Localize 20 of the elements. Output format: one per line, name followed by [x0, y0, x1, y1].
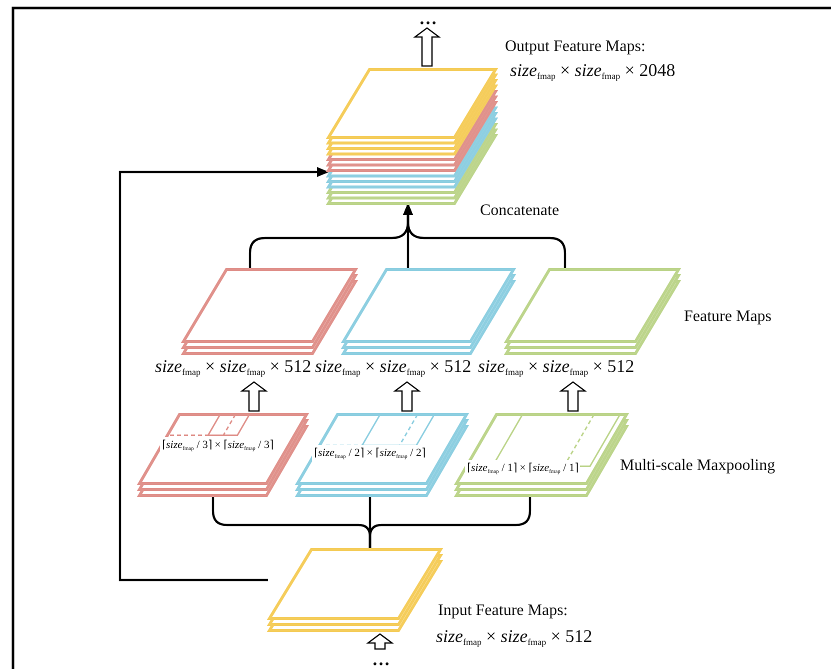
arrow: [403, 203, 566, 268]
bracket-connector: [368, 497, 532, 548]
stage-label: Feature Maps: [684, 308, 772, 326]
hollow-arrow: [413, 27, 441, 67]
stage-label: Multi-scale Maxpooling: [620, 457, 776, 475]
ellipsis: …: [418, 10, 438, 26]
dimension-formula: size$_{fmap}$ × size$_{fmap}$ × 2048: [510, 60, 676, 82]
stage-label: Concatenate: [480, 202, 560, 220]
dimension-formula: size$_{fmap}$ × size$_{fmap}$ × 512: [436, 626, 592, 648]
dimension-formula: size$_{fmap}$ × size$_{fmap}$ × 512: [478, 356, 634, 378]
hollow-arrow: [240, 381, 268, 412]
stack-title: Input Feature Maps:: [438, 602, 568, 620]
hollow-arrow: [393, 381, 421, 412]
dimension-formula: size$_{fmap}$ × size$_{fmap}$ × 512: [315, 356, 472, 378]
hollow-arrow: [366, 633, 394, 650]
hollow-arrow: [559, 381, 587, 412]
arrow: [118, 167, 329, 582]
stack-title: Output Feature Maps:: [505, 38, 646, 56]
ellipsis: …: [371, 651, 391, 667]
dimension-formula: size$_{fmap}$ × size$_{fmap}$ × 512: [155, 356, 312, 378]
